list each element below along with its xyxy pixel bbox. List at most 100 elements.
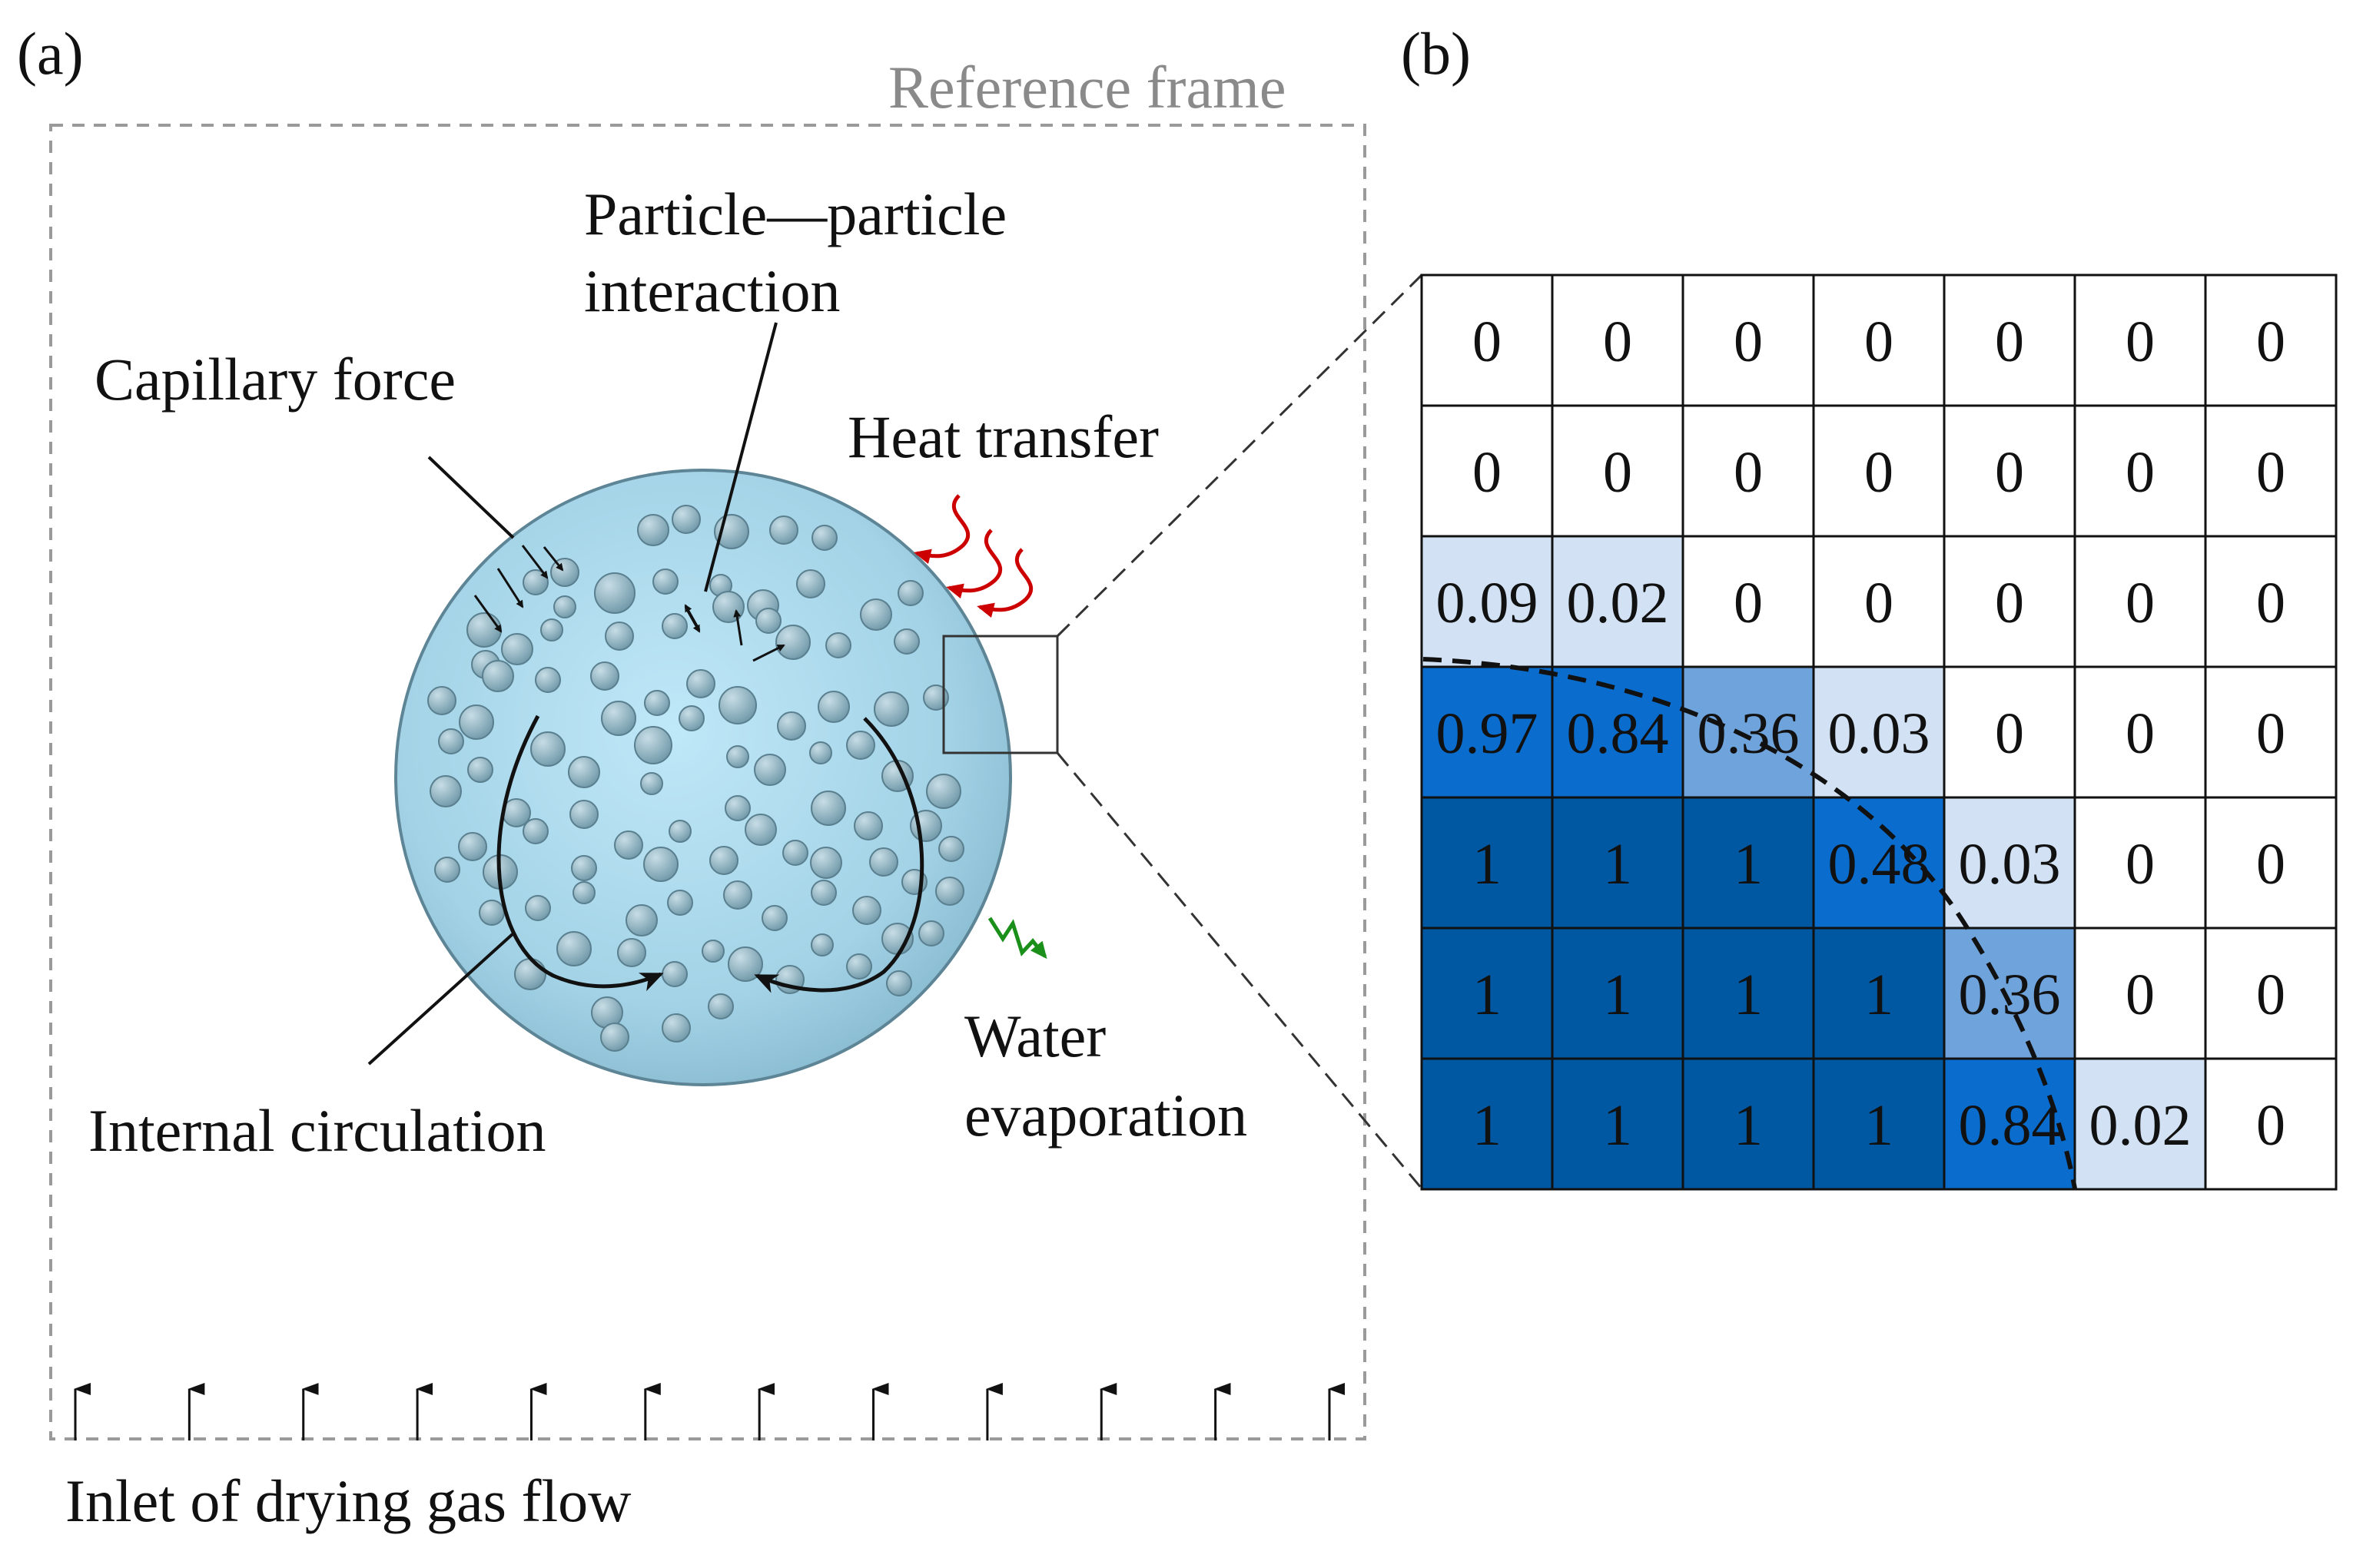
circulation-arrow-right — [754, 717, 924, 993]
grid-cell-value: 1 — [1734, 1093, 1763, 1158]
particle — [637, 514, 669, 546]
grid-cell-value: 0.97 — [1436, 701, 1538, 766]
particle — [811, 791, 846, 826]
grid-cell — [2073, 273, 2207, 407]
grid-cell-value: 0 — [2126, 963, 2155, 1027]
grid-cell — [1420, 273, 1554, 407]
grid-cell-value: 0.36 — [1698, 701, 1800, 766]
capillary-force-arrows — [473, 545, 564, 633]
particle-interaction-label-line2: interaction — [584, 257, 841, 324]
grid-cell-value: 0 — [2256, 440, 2285, 505]
particle — [702, 940, 725, 963]
particle — [466, 612, 502, 648]
grid-cell — [1681, 404, 1815, 538]
particle — [571, 855, 597, 881]
particle — [709, 846, 738, 875]
reference-frame-border — [49, 124, 1366, 1440]
grid-cell — [2204, 665, 2338, 799]
particle — [679, 705, 705, 731]
particle — [479, 900, 505, 926]
particle — [594, 572, 636, 614]
zoom-connector-top — [1056, 273, 1423, 638]
grid-cell — [1812, 535, 1946, 668]
particle — [672, 505, 701, 534]
particle — [894, 628, 920, 655]
particle — [530, 731, 566, 767]
particle — [427, 686, 456, 715]
particle — [869, 847, 898, 877]
grid-cell — [1551, 273, 1684, 407]
particle — [811, 933, 834, 956]
particle — [719, 686, 757, 724]
grid-cell-value: 0 — [2256, 701, 2285, 766]
grid-cell — [2073, 535, 2207, 668]
particle — [762, 905, 788, 931]
grid-cell — [1812, 665, 1946, 799]
grid-cell-value: 0 — [1603, 440, 1632, 505]
particle-interaction-pointer — [704, 322, 778, 592]
particle — [662, 961, 688, 987]
grid-cell-value: 0 — [1864, 571, 1893, 635]
particle — [725, 795, 751, 821]
grid-cell — [1812, 1057, 1946, 1191]
grid-cell — [1551, 665, 1684, 799]
particle — [825, 632, 851, 658]
grid-cell — [1943, 273, 2076, 407]
grid-cell-value: 0.48 — [1828, 832, 1930, 897]
grid-cell — [2073, 665, 2207, 799]
particle — [745, 814, 777, 846]
water-evaporation-arrow — [987, 917, 1047, 960]
particle — [434, 857, 460, 883]
particle — [886, 970, 912, 996]
panel-a: (a) Reference frame — [17, 20, 1366, 1534]
particle — [617, 938, 646, 967]
particle — [686, 669, 715, 698]
grid-cell — [2204, 796, 2338, 930]
particle — [514, 958, 546, 990]
particle — [601, 701, 636, 736]
grid-cell-value: 0 — [2256, 963, 2285, 1027]
grid-cell — [1943, 535, 2076, 668]
reference-frame-label: Reference frame — [888, 54, 1286, 121]
grid-cell-value: 0.36 — [1959, 963, 2061, 1027]
inlet-label: Inlet of drying gas flow — [65, 1467, 632, 1534]
interface-curve — [1422, 657, 2077, 1189]
panel-b-label: (b) — [1401, 20, 1471, 87]
grid-cell — [1420, 535, 1554, 668]
grid-cell — [2073, 927, 2207, 1060]
grid-cell-value: 0.03 — [1828, 701, 1930, 766]
particle — [569, 800, 599, 829]
particle — [556, 931, 592, 966]
inlet-flow-arrows — [74, 1383, 1345, 1440]
particle — [458, 832, 487, 861]
suspended-particles — [427, 505, 964, 1052]
grid-cell-value: 0 — [2256, 571, 2285, 635]
grid-cell-value: 0 — [1734, 310, 1763, 374]
particle — [810, 847, 842, 879]
heat-transfer-label: Heat transfer — [848, 403, 1159, 470]
particle — [796, 569, 825, 598]
particle — [626, 904, 658, 936]
grid-cell — [1420, 927, 1554, 1060]
grid-cell-value: 1 — [1864, 1093, 1893, 1158]
grid-cell — [1420, 665, 1554, 799]
grid-cell — [2204, 927, 2338, 1060]
particle — [860, 598, 892, 631]
grid-cell-value: 0 — [1995, 440, 2024, 505]
grid-cell — [1681, 1057, 1815, 1191]
particle — [728, 946, 763, 982]
water-evaporation-label-line2: evaporation — [964, 1082, 1247, 1149]
water-evaporation-label-line1: Water — [964, 1003, 1106, 1069]
particle — [918, 920, 944, 946]
particle — [438, 728, 464, 754]
particle — [525, 895, 551, 921]
particle — [482, 660, 514, 692]
grid-cell — [1943, 1057, 2076, 1191]
particle — [640, 772, 663, 795]
grid-cell-value: 1 — [1472, 832, 1502, 897]
grid-cell — [2204, 273, 2338, 407]
grid-cell — [1551, 796, 1684, 930]
grid-cell-value: 0.02 — [1567, 571, 1669, 635]
particle — [898, 580, 924, 606]
